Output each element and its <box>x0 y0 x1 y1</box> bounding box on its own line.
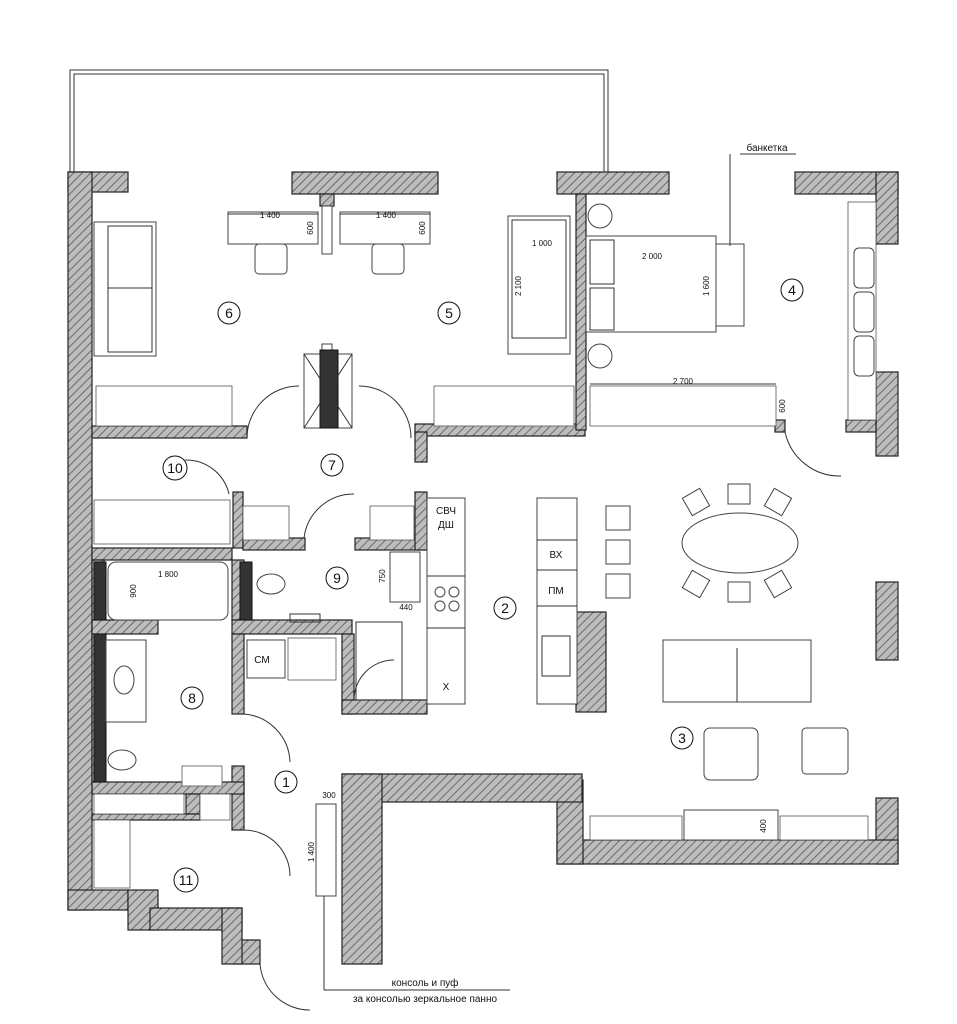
corridor-wardrobe <box>93 499 415 545</box>
dim-desk-right-w: 1 400 <box>376 211 397 220</box>
note-bench: банкетка <box>746 142 787 154</box>
room-circle-10 <box>162 455 188 481</box>
note-console-line1: консоль и пуф <box>392 977 459 989</box>
dim-bed-l: 2 000 <box>642 252 663 261</box>
room-circle-6 <box>217 301 241 325</box>
room-label-3: 3 <box>678 730 686 746</box>
dim-bed-w: 1 600 <box>702 275 711 296</box>
laundry <box>246 621 403 701</box>
room-circle-2 <box>493 596 517 620</box>
dim-console-d: 300 <box>322 791 336 800</box>
armchairs <box>703 727 849 781</box>
exterior-walls <box>67 171 899 965</box>
room-label-7: 7 <box>328 457 336 473</box>
entry-shoe-rack <box>93 803 337 897</box>
label-washer: СМ <box>254 655 269 666</box>
room-labels: 1 2 3 4 5 6 7 8 9 10 11 <box>162 278 804 893</box>
note-console-line2: за консолью зеркальное панно <box>353 994 498 1005</box>
radiators-top <box>95 385 777 427</box>
sofa-room-6 <box>93 221 157 357</box>
dim-bath-w: 900 <box>129 584 138 598</box>
sofa-room-5 <box>507 215 571 355</box>
room-label-6: 6 <box>225 305 233 321</box>
bathroom-8 <box>93 633 231 821</box>
room-label-2: 2 <box>501 600 509 616</box>
label-dishwasher: ДШ <box>438 520 454 531</box>
room-label-10: 10 <box>167 460 183 476</box>
wardrobe-bedroom <box>847 201 877 421</box>
room-circle-7 <box>320 453 344 477</box>
tv-units <box>589 809 869 841</box>
room-circle-1 <box>274 770 298 794</box>
room-label-9: 9 <box>333 570 341 586</box>
room-circle-9 <box>325 566 349 590</box>
dim-console-l: 1 400 <box>307 841 316 862</box>
room-circle-5 <box>437 301 461 325</box>
dimension-labels: 1 400 1 400 600 600 1 000 2 100 2 000 1 … <box>129 211 787 862</box>
desks <box>227 205 431 393</box>
interior-walls <box>91 193 877 831</box>
dim-shower-l: 750 <box>378 569 387 583</box>
room-label-11: 11 <box>179 872 194 888</box>
label-microwave: СВЧ <box>436 506 456 517</box>
appliance-labels: СВЧ ДШ Х ВХ ПМ СМ <box>254 506 563 693</box>
dim-desk-right-d: 600 <box>418 221 427 235</box>
room-circle-3 <box>670 726 694 750</box>
dim-shower-w: 440 <box>399 603 413 612</box>
toilet-9 <box>256 551 421 623</box>
label-fridge: Х <box>443 682 450 693</box>
dim-wardrobe-d: 600 <box>778 399 787 413</box>
notes: банкетка консоль и пуф за консолью зерка… <box>323 142 796 1005</box>
room-circle-4 <box>780 278 804 302</box>
living-sofa <box>662 639 812 703</box>
label-dishwasher2: ПМ <box>548 586 564 597</box>
kitchen-island <box>536 497 631 705</box>
dim-sofa-l: 2 100 <box>514 275 523 296</box>
dim-tv-d: 400 <box>759 819 768 833</box>
doors <box>184 385 842 1011</box>
dim-desk-left-d: 600 <box>306 221 315 235</box>
label-wine-cooler: ВХ <box>550 550 563 561</box>
room-circle-11 <box>173 867 199 893</box>
dim-wardrobe-w: 2 700 <box>673 377 694 386</box>
dining-set <box>681 483 799 603</box>
room-label-8: 8 <box>188 690 196 706</box>
room-label-4: 4 <box>788 282 796 298</box>
room-label-1: 1 <box>282 774 290 790</box>
dim-bath-l: 1 800 <box>158 570 179 579</box>
room-label-5: 5 <box>445 305 453 321</box>
dim-desk-left-w: 1 400 <box>260 211 281 220</box>
bathtub <box>93 561 253 621</box>
dim-sofa-w: 1 000 <box>532 239 553 248</box>
balcony <box>69 69 609 172</box>
bed <box>585 203 745 369</box>
kitchen-counter <box>426 497 466 705</box>
room-circle-8 <box>180 686 204 710</box>
pillars-center <box>303 349 353 429</box>
